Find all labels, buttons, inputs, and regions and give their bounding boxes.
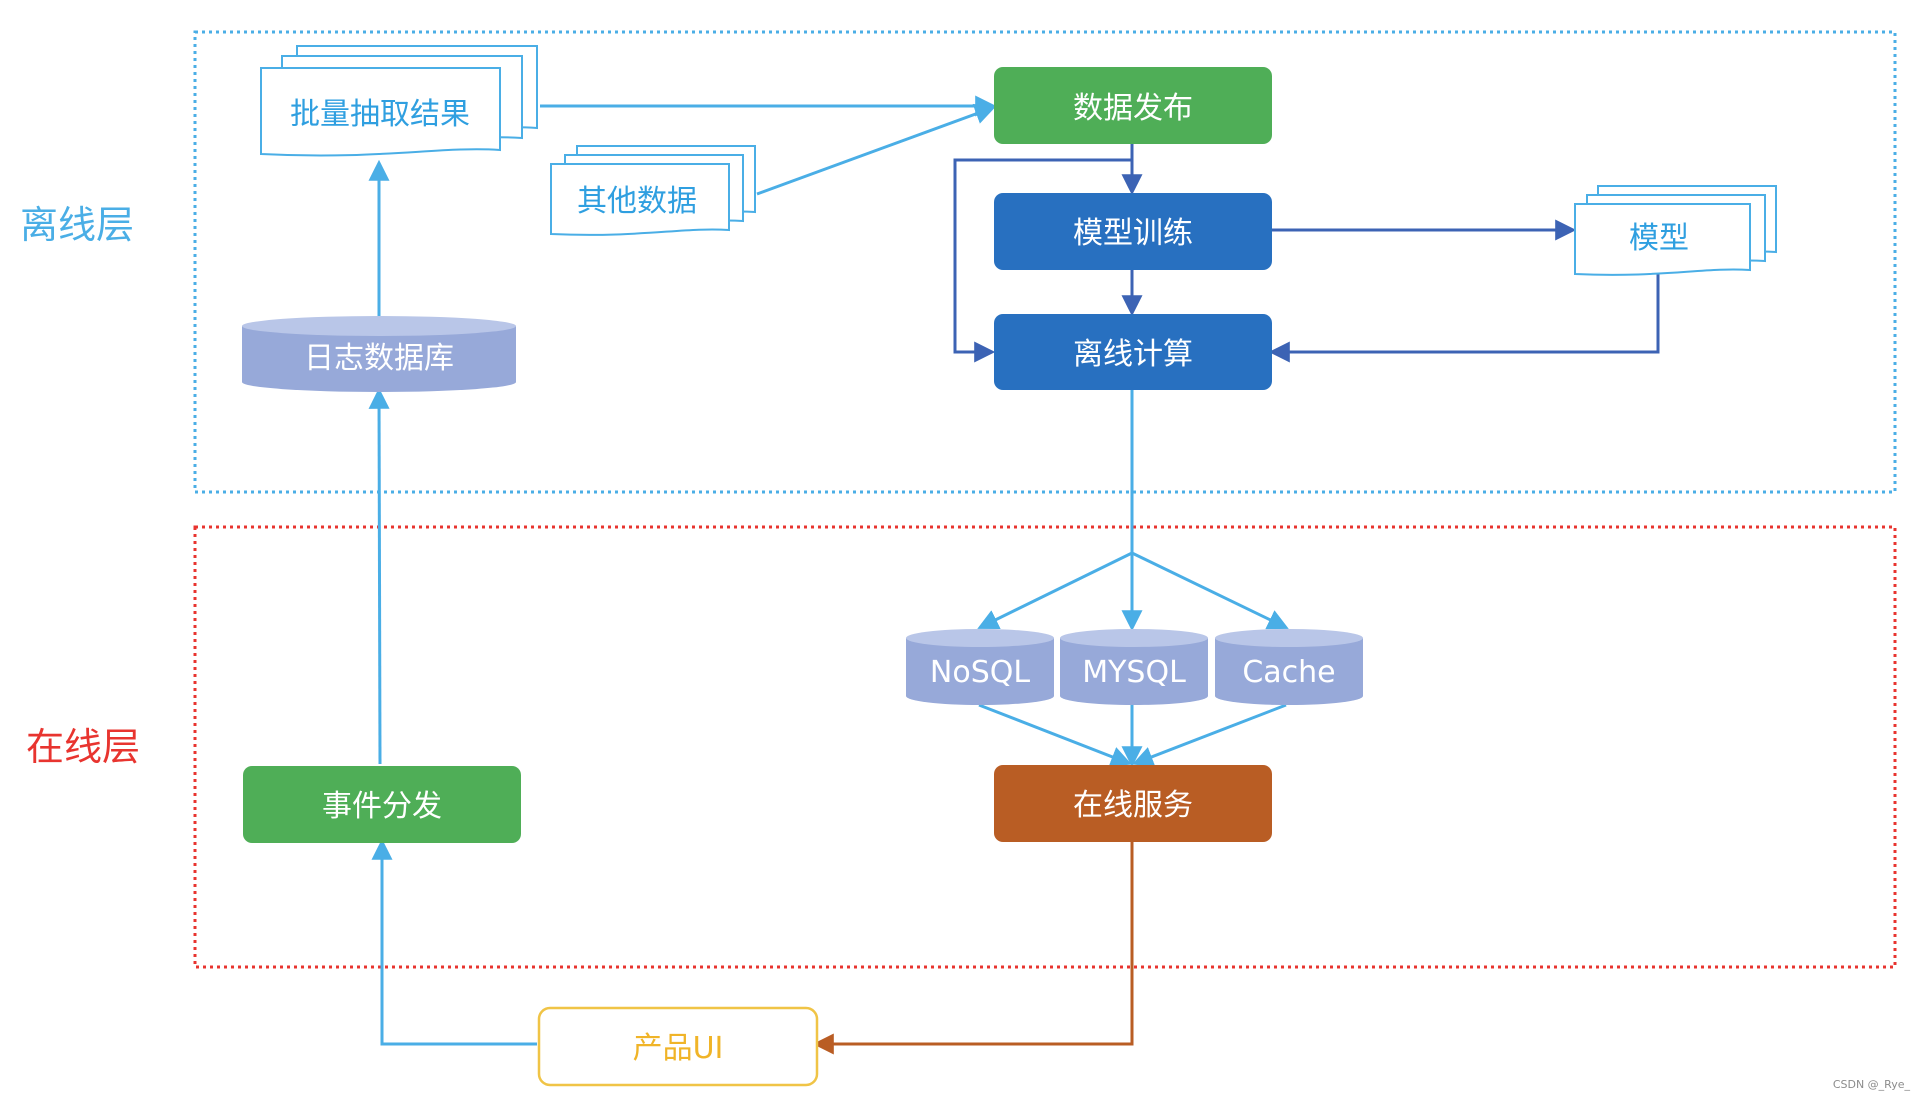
online-service-box: 在线服务 xyxy=(994,765,1272,842)
event-dispatch-box: 事件分发 xyxy=(243,766,521,843)
edge-other-to-publish xyxy=(756,103,996,196)
watermark: CSDN @_Rye_ xyxy=(1833,1078,1911,1091)
mysql-label: MYSQL xyxy=(1082,655,1186,690)
data-publish-box: 数据发布 xyxy=(994,67,1272,144)
online-layer-frame xyxy=(193,525,1897,969)
mysql-cylinder: MYSQL xyxy=(1060,629,1208,705)
data-publish-label: 数据发布 xyxy=(1073,91,1193,126)
offline-compute-label: 离线计算 xyxy=(1073,337,1193,372)
model-label: 模型 xyxy=(1629,221,1689,256)
offline-layer-frame xyxy=(193,30,1897,494)
nosql-cylinder: NoSQL xyxy=(906,629,1054,705)
edge-nosql-to-service xyxy=(978,703,1132,767)
edge-cache-to-service xyxy=(1132,703,1287,767)
nosql-label: NoSQL xyxy=(930,655,1030,690)
log-db-label: 日志数据库 xyxy=(304,341,454,376)
edge-service-to-ui xyxy=(812,840,1134,1055)
offline-layer-label: 离线层 xyxy=(20,203,134,247)
online-service-label: 在线服务 xyxy=(1073,788,1193,823)
model-training-label: 模型训练 xyxy=(1073,216,1193,251)
product-ui-box: 产品UI xyxy=(537,1006,819,1087)
event-dispatch-label: 事件分发 xyxy=(322,789,442,824)
other-data-doc: 其他数据 xyxy=(550,145,756,236)
log-db-cylinder: 日志数据库 xyxy=(242,316,516,392)
edge-split-to-nosql xyxy=(977,551,1133,630)
edge-ui-to-dispatch xyxy=(371,838,537,1046)
model-training-box: 模型训练 xyxy=(994,193,1272,270)
cache-cylinder: Cache xyxy=(1215,629,1363,705)
edge-publish-to-compute xyxy=(953,158,1132,363)
batch-results-doc: 批量抽取结果 xyxy=(260,45,538,157)
cache-label: Cache xyxy=(1242,655,1335,690)
edge-split-to-cache xyxy=(1131,551,1289,630)
edge-model-to-compute xyxy=(1268,272,1660,363)
edge-dispatch-to-logdb xyxy=(368,387,390,765)
product-ui-label: 产品UI xyxy=(633,1031,724,1066)
batch-results-label: 批量抽取结果 xyxy=(290,97,470,132)
other-data-label: 其他数据 xyxy=(577,184,697,219)
online-layer-label: 在线层 xyxy=(26,725,140,769)
offline-compute-box: 离线计算 xyxy=(994,314,1272,390)
model-doc: 模型 xyxy=(1574,185,1777,276)
